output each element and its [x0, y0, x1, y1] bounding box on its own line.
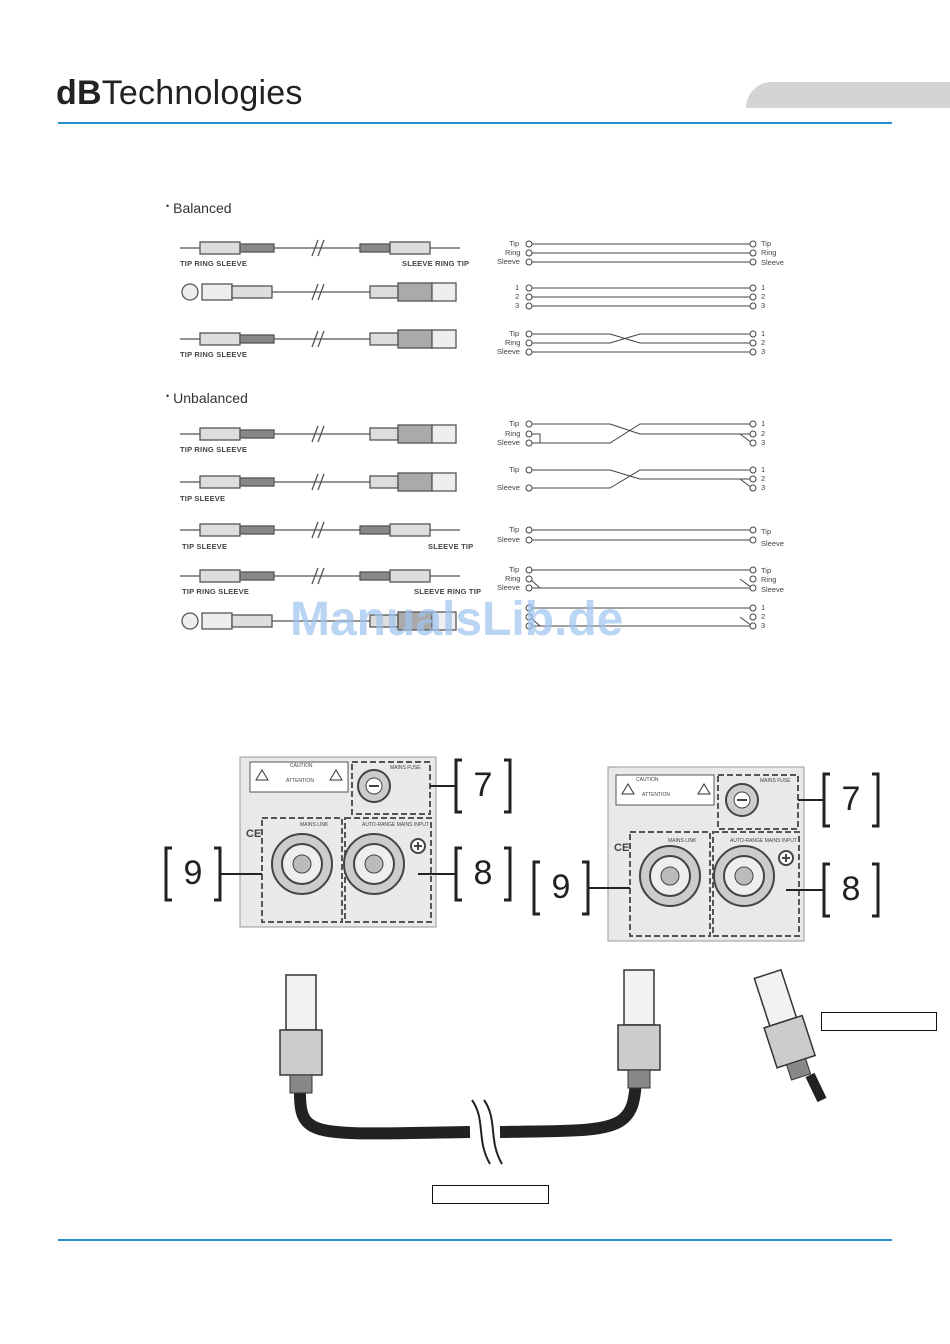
pin-label: Tip [509, 329, 520, 338]
watermark: ManualsLib.de [290, 593, 624, 646]
callout-8-right: 8 [841, 870, 861, 908]
brand-logo-bold: dB [56, 74, 102, 112]
pin-label: Ring [761, 248, 777, 257]
pin-label: Sleeve [761, 585, 784, 594]
blank-label-box [432, 1185, 549, 1204]
callout-9-left: 9 [183, 854, 203, 892]
pin-label: Sleeve [497, 483, 520, 492]
pin-label: Tip [761, 527, 772, 536]
pin-label: 3 [761, 621, 766, 630]
pin-label: 3 [761, 347, 766, 356]
cable-label: TIP SLEEVE [180, 494, 226, 503]
pin-label: 2 [761, 292, 766, 301]
mains-input-label: AUTO-RANGE MAINS INPUT [730, 838, 797, 844]
pin-label: 1 [761, 329, 766, 338]
mains-fuse-label: MAINS FUSE [390, 765, 421, 771]
caution-label: CAUTION [636, 777, 659, 783]
pin-label: 3 [761, 483, 766, 492]
rear-panel-right [607, 766, 805, 942]
pin-label: Tip [761, 239, 772, 248]
blank-label-box [821, 1012, 937, 1031]
ce-mark: CE [246, 828, 262, 840]
pin-label: 2 [761, 612, 766, 621]
pin-label: 3 [761, 301, 766, 310]
attention-label: ATTENTION [286, 778, 314, 784]
callout-9-right: 9 [551, 868, 571, 906]
pin-label: Sleeve [497, 347, 520, 356]
pin-label: 1 [761, 603, 766, 612]
caution-label: CAUTION [290, 763, 313, 769]
cable-label: TIP RING SLEEVE [180, 350, 248, 359]
header-tab-decoration [746, 82, 950, 108]
pin-label: Ring [505, 248, 521, 257]
attention-label: ATTENTION [642, 792, 670, 798]
cable-label: TIP RING SLEEVE [182, 587, 250, 596]
pin-label: 1 [761, 419, 766, 428]
unbalanced-title: Unbalanced [166, 390, 248, 406]
balanced-title: Balanced [166, 200, 231, 216]
pin-label: Tip [509, 239, 520, 248]
mains-input-label: AUTO-RANGE MAINS INPUT [362, 822, 429, 828]
pin-label: 3 [515, 301, 520, 310]
pin-label: 2 [761, 338, 766, 347]
pin-label: Tip [509, 565, 520, 574]
pin-label: 3 [761, 438, 766, 447]
pin-label: 1 [761, 283, 766, 292]
pin-label: Sleeve [497, 583, 520, 592]
pin-label: 1 [515, 283, 520, 292]
pin-label: Sleeve [761, 539, 784, 548]
pin-label: Ring [761, 575, 777, 584]
pin-label: 2 [761, 474, 766, 483]
mains-link-label: MAINS LINK [300, 822, 329, 828]
pin-label: 2 [515, 292, 520, 301]
ce-mark: CE [614, 842, 630, 854]
pin-label: Sleeve [761, 258, 784, 267]
brand-logo-text: Technologies [101, 74, 303, 112]
pin-label: Sleeve [497, 535, 520, 544]
cable-label: SLEEVE TIP [428, 542, 474, 551]
pin-label: Sleeve [497, 257, 520, 266]
cable-label: TIP RING SLEEVE [180, 445, 248, 454]
pin-label: Tip [509, 525, 520, 534]
power-cable [279, 968, 827, 1165]
callout-8-left: 8 [473, 854, 493, 892]
callout-7-right: 7 [841, 780, 861, 818]
mains-fuse-label: MAINS FUSE [760, 778, 791, 784]
pin-label: Tip [509, 419, 520, 428]
brand-logo: dBTechnologies [56, 74, 303, 113]
pin-label: Sleeve [497, 438, 520, 447]
cable-label: SLEEVE RING TIP [402, 259, 470, 268]
callout-7-left: 7 [473, 766, 493, 804]
wiring-diagram [180, 239, 757, 631]
footer-rule [58, 1239, 892, 1241]
header-rule [58, 122, 892, 124]
pin-label: Ring [505, 338, 521, 347]
cable-label: TIP RING SLEEVE [180, 259, 248, 268]
power-link-illustration [164, 756, 880, 1165]
cable-label: TIP SLEEVE [182, 542, 228, 551]
rear-panel-left [239, 756, 437, 928]
mains-link-label: MAINS LINK [668, 838, 697, 844]
pin-label: Ring [505, 429, 521, 438]
pin-label: Tip [761, 566, 772, 575]
pin-label: 2 [761, 429, 766, 438]
pin-label: Tip [509, 465, 520, 474]
cable-label: SLEEVE RING TIP [414, 587, 482, 596]
pin-label: Ring [505, 574, 521, 583]
pin-label: 1 [761, 465, 766, 474]
